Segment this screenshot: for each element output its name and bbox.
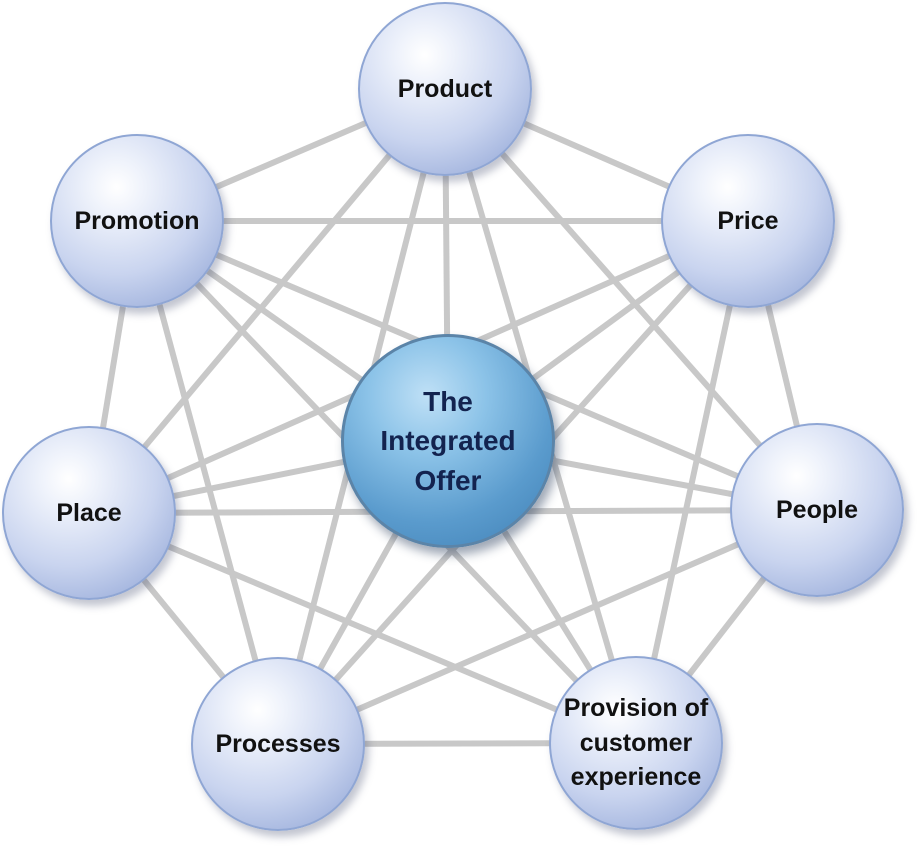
node-promotion: Promotion [50,134,224,308]
node-the-integrated-offer: The Integrated Offer [341,334,555,548]
node-processes: Processes [191,657,365,831]
node-product-label: Product [397,74,493,103]
node-place: Place [2,426,176,600]
node-people-label: People [776,495,858,524]
connector-processes-promotion [134,220,281,745]
center-label: The Integrated Offer [380,386,516,496]
node-processes-label: Processes [215,729,341,758]
connector-provision-place [87,510,638,746]
node-price: Price [661,134,835,308]
connector-price-provision [633,220,751,744]
node-product: Product [358,2,532,176]
node-provision-label: Provision of customer experience [563,694,709,792]
node-people: People [730,423,904,597]
connector-product-place [86,87,448,515]
connector-product-people [442,87,820,512]
node-promotion-label: Promotion [74,206,200,235]
node-price-label: Price [717,206,779,235]
connector-people-processes [276,507,819,747]
node-place-label: Place [56,498,122,527]
node-provision-of-customer-experience: Provision of customer experience [549,656,723,830]
